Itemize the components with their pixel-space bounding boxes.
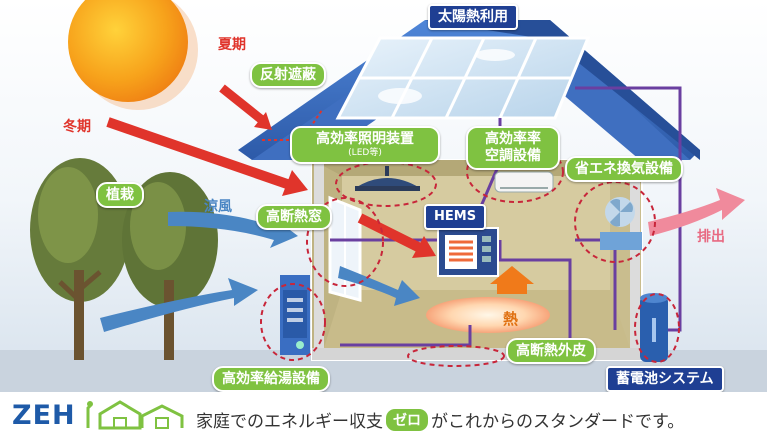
air-conditioner-icon — [494, 171, 554, 193]
zeh-logo-text: ZEH — [12, 400, 76, 431]
label-water-heater: 高効率給湯設備 — [212, 366, 330, 392]
winter-arrow — [106, 117, 436, 258]
tree-icon — [122, 172, 218, 360]
hems-panel-icon — [437, 227, 499, 277]
label-insulated-skin: 高断熱外皮 — [506, 338, 596, 364]
label-hems: HEMS — [424, 204, 487, 230]
label-cool-breeze: 涼風 — [204, 199, 232, 215]
plug-icon — [87, 401, 93, 407]
tagline-after: がこれからのスタンダードです。 — [431, 412, 685, 432]
ventilation-fan-icon — [600, 197, 642, 250]
heat-arrow — [490, 266, 534, 294]
label-heat: 熱 — [503, 310, 519, 328]
footer: ZEH 家庭でのエネルギー収支ゼロがこれからのスタンダードです。 — [0, 392, 767, 440]
exhaust-arrow — [648, 188, 745, 236]
summer-arrow — [219, 84, 323, 141]
house-icon — [86, 400, 184, 430]
heat-floor-glow — [426, 297, 550, 333]
label-ventilation: 省エネ換気設備 — [565, 156, 683, 182]
label-battery: 蓄電池システム — [606, 366, 724, 392]
label-solar-use: 太陽熱利用 — [428, 4, 518, 30]
zero-badge: ゼロ — [385, 408, 429, 432]
lighting-subtitle: (LED等) — [348, 148, 382, 158]
label-lighting: 高効率照明装置 (LED等) — [290, 126, 440, 164]
zeh-logo: ZEH — [12, 400, 76, 431]
battery-icon — [640, 293, 668, 362]
tagline: 家庭でのエネルギー収支ゼロがこれからのスタンダードです。 — [196, 407, 684, 432]
label-insulated-window: 高断熱窓 — [256, 204, 332, 230]
ceiling-light-icon — [355, 166, 420, 191]
cool-breeze-arrows — [100, 211, 420, 332]
zero-word: ゼロ — [393, 412, 421, 429]
ac-line-1: 高効率率 — [485, 131, 541, 147]
label-exhaust: 排出 — [697, 229, 725, 245]
solar-panel-icon — [335, 36, 591, 120]
water-heater-icon — [280, 275, 310, 355]
label-planting: 植栽 — [96, 182, 144, 208]
ac-line-2: 空調設備 — [485, 148, 541, 164]
lighting-title: 高効率照明装置 — [316, 131, 414, 147]
sun-icon — [68, 0, 198, 110]
label-air-conditioning: 高効率率 空調設備 — [466, 126, 560, 170]
highlight-circles — [260, 141, 680, 367]
tagline-before: 家庭でのエネルギー収支 — [196, 412, 383, 432]
label-reflect-shade: 反射遮蔽 — [250, 62, 326, 88]
label-winter: 冬期 — [63, 119, 91, 135]
label-summer: 夏期 — [218, 37, 246, 53]
